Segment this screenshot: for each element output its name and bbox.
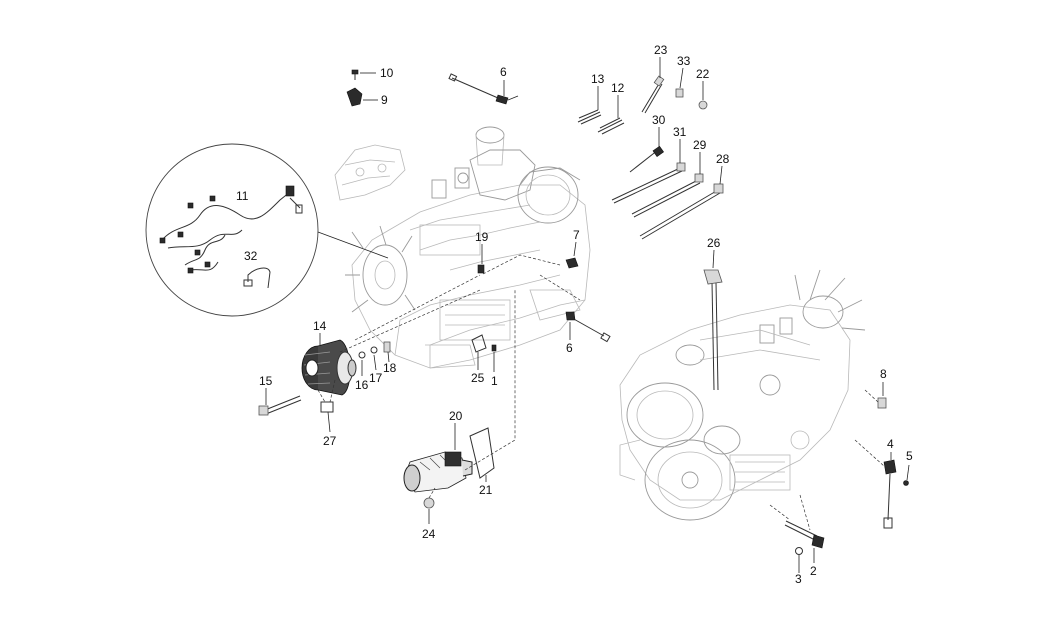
callout-22: 22 bbox=[696, 67, 710, 81]
callout-2: 2 bbox=[810, 564, 817, 578]
callout-20: 20 bbox=[449, 409, 463, 423]
callout-16: 16 bbox=[355, 378, 369, 392]
engine-left-illustration bbox=[334, 126, 591, 369]
engine-right-illustration bbox=[619, 269, 866, 521]
callout-9: 9 bbox=[381, 93, 388, 107]
callout-32: 32 bbox=[244, 249, 258, 263]
callout-18: 18 bbox=[383, 361, 397, 375]
callout-19: 19 bbox=[475, 230, 489, 244]
callout-10: 10 bbox=[380, 66, 394, 80]
harness-detail-circle bbox=[145, 143, 389, 317]
callout-21: 21 bbox=[479, 483, 493, 497]
callout-33: 33 bbox=[677, 54, 691, 68]
callout-30: 30 bbox=[652, 113, 666, 127]
callout-5: 5 bbox=[906, 449, 913, 463]
callout-29: 29 bbox=[693, 138, 707, 152]
starter-motor-illustration bbox=[403, 451, 473, 493]
callout-28: 28 bbox=[716, 152, 730, 166]
callout-31: 31 bbox=[673, 125, 687, 139]
callout-17: 17 bbox=[369, 371, 383, 385]
callout-27: 27 bbox=[323, 434, 337, 448]
dashed-leaders bbox=[339, 254, 885, 531]
callout-3: 3 bbox=[795, 572, 802, 586]
callout-7: 7 bbox=[573, 228, 580, 242]
callout-4: 4 bbox=[887, 437, 894, 451]
callout-23: 23 bbox=[654, 43, 668, 57]
callout-6-lower: 6 bbox=[566, 341, 573, 355]
alternator-illustration bbox=[301, 339, 357, 396]
callout-24: 24 bbox=[422, 527, 436, 541]
callout-25: 25 bbox=[471, 371, 485, 385]
callout-11: 11 bbox=[236, 189, 249, 203]
callout-15: 15 bbox=[259, 374, 273, 388]
callout-6-top: 6 bbox=[500, 65, 507, 79]
callout-12: 12 bbox=[611, 81, 625, 95]
callout-8: 8 bbox=[880, 367, 887, 381]
callout-1: 1 bbox=[491, 374, 498, 388]
callout-14: 14 bbox=[313, 319, 327, 333]
callout-labels: 10 9 6 13 12 23 33 22 30 31 29 28 11 32 … bbox=[236, 43, 913, 586]
callout-13: 13 bbox=[591, 72, 605, 86]
callout-26: 26 bbox=[707, 236, 721, 250]
loose-parts bbox=[258, 57, 910, 573]
